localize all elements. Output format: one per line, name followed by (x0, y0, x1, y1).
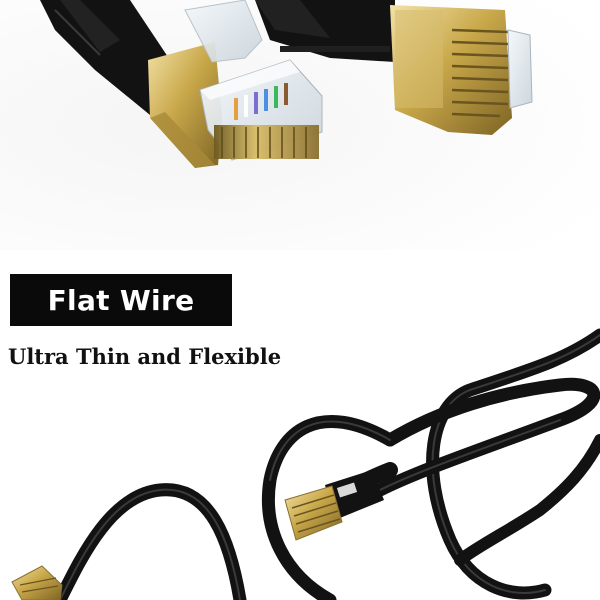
flat-wire-badge: Flat Wire (10, 274, 232, 326)
front-rj45-plug (284, 470, 384, 541)
bottom-left-plug (11, 565, 63, 600)
left-rj45-connector (40, 0, 323, 168)
right-rj45-connector (255, 0, 533, 135)
subtitle-text: Ultra Thin and Flexible (8, 344, 282, 369)
coiled-flat-cable (53, 328, 600, 600)
badge-label: Flat Wire (47, 283, 195, 317)
